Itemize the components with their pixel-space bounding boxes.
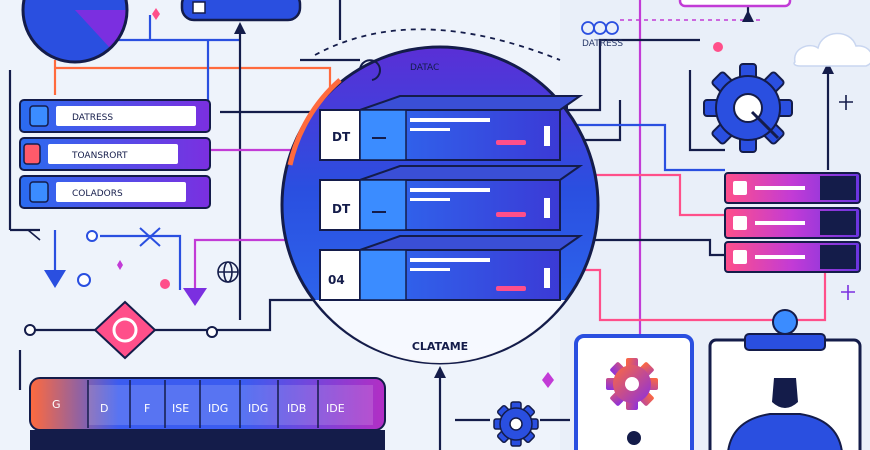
- gear-icon: [493, 401, 539, 447]
- lock-icon: [744, 309, 826, 351]
- gear-card: [574, 334, 694, 450]
- left-panel-2: TOANSRORT: [19, 137, 211, 171]
- top-right-box: [678, 0, 792, 8]
- person-card: [708, 309, 862, 450]
- right-stack: [724, 172, 861, 273]
- gear-icon: [606, 358, 658, 410]
- bar-cell: G: [52, 398, 61, 411]
- arrow-icon: [44, 10, 834, 378]
- bar-cell: IDG: [248, 402, 268, 415]
- cloud-icon: [793, 32, 870, 67]
- bottom-bar: G D F ISE IDG IDG IDB IDE: [29, 377, 386, 450]
- bar-cell: IDB: [287, 402, 306, 415]
- bar-cell: IDG: [208, 402, 228, 415]
- database-icon: [180, 0, 302, 22]
- left-panel-3: COLADORS: [19, 175, 211, 209]
- top-label: DATAC: [410, 63, 439, 73]
- rack-label: 04: [328, 273, 345, 287]
- server-rack-1: DT: [319, 95, 584, 161]
- top-right-label: DATRESS: [582, 39, 623, 49]
- panel-label: TOANSRORT: [71, 151, 128, 161]
- server-caption: CLATAME: [412, 340, 468, 353]
- panel-label: DATRESS: [72, 113, 113, 123]
- bar-cell: D: [100, 402, 108, 415]
- rack-label: DT: [332, 202, 351, 216]
- rack-label: DT: [332, 130, 351, 144]
- bar-cell: F: [144, 402, 150, 415]
- server-rack-3: 04: [319, 235, 584, 301]
- connector-lines: [8, 0, 830, 450]
- bar-cell: ISE: [172, 402, 189, 415]
- gear-icon: [703, 63, 793, 153]
- server-rack-2: DT: [319, 165, 584, 231]
- pie-chart-icon: [21, 0, 129, 64]
- panel-label: COLADORS: [72, 189, 123, 199]
- person-icon: [727, 378, 843, 450]
- diamond-node: [93, 300, 157, 360]
- bar-cell: IDE: [326, 402, 345, 415]
- chain-icon: [581, 21, 619, 35]
- circle-accent: [287, 78, 342, 166]
- left-panel-1: DATRESS: [19, 99, 211, 133]
- globe-icon: [217, 261, 239, 283]
